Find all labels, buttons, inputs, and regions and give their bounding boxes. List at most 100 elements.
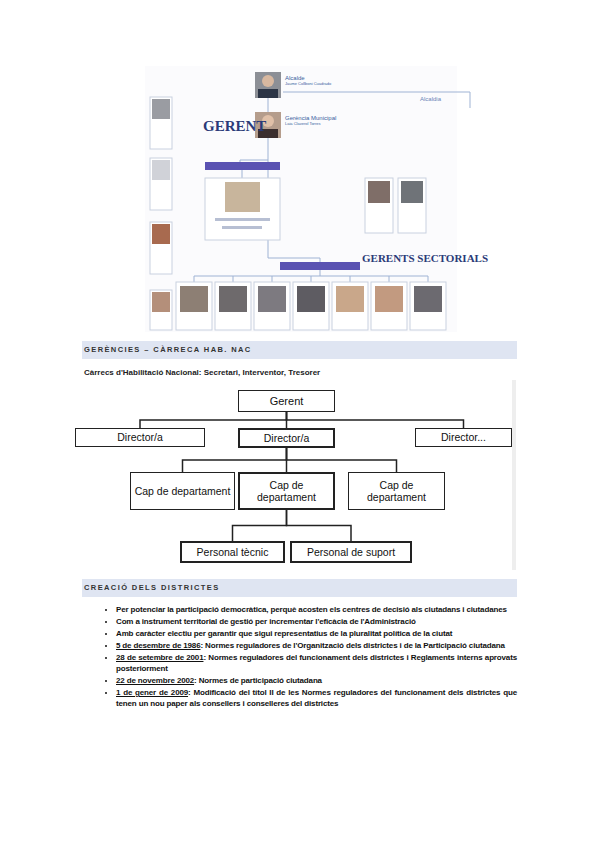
bullet-text: : Normes reguladores de l'Organització d… <box>200 641 504 650</box>
photo-body <box>258 89 278 98</box>
bullet-text: Com a instrument territorial de gestió p… <box>116 617 416 626</box>
hierarchy-connector <box>140 412 287 428</box>
bullet-item: Per potenciar la participació democràtic… <box>116 604 517 615</box>
group-bar <box>280 262 360 270</box>
photo <box>152 99 170 119</box>
node-subtitle: Laia Claverol Torres <box>285 122 321 127</box>
bullet-list: Per potenciar la participació democràtic… <box>100 604 517 710</box>
group-bar <box>205 162 280 170</box>
connector-line <box>283 92 470 108</box>
text-placeholder <box>222 226 262 229</box>
bullet-text: Per potenciar la participació democràtic… <box>116 605 507 614</box>
photo <box>401 181 423 203</box>
bullet-item: 22 de novembre 2002: Normes de participa… <box>116 675 517 686</box>
hierarchy-connector <box>286 412 288 428</box>
card <box>205 178 280 240</box>
photo <box>368 181 390 203</box>
node-subtitle: Jaume Collboni Cuadrado <box>285 82 331 87</box>
node-title: Personal de suport <box>307 546 395 558</box>
bullet-item: 5 de desembre de 1986: Normes reguladore… <box>116 640 517 651</box>
bullet-item: 28 de setembre de 2001: Normes regulador… <box>116 652 517 674</box>
photo-face <box>262 75 274 87</box>
role-box: Cap de departament <box>238 472 335 510</box>
hierarchy-connector <box>183 448 287 472</box>
bullet-item: Com a instrument territorial de gestió p… <box>116 616 517 627</box>
illustration-shape <box>375 286 403 312</box>
section-heading: CREACIÓ DELS DISTRICTES <box>84 583 220 592</box>
sectorial-cards <box>176 282 446 330</box>
note-text: Càrrecs d'Habilitació Nacional: Secretar… <box>84 368 320 377</box>
photo <box>225 182 260 212</box>
role-box: Director/a <box>238 428 335 448</box>
illustration-shape <box>219 286 247 312</box>
role-box: Personal tècnic <box>180 541 285 563</box>
hierarchy-connector <box>287 510 352 541</box>
node-title: Personal tècnic <box>197 546 269 558</box>
photo <box>255 72 281 98</box>
role-box: Director... <box>415 428 512 447</box>
card <box>150 222 172 274</box>
section-heading: GERÈNCIES – CÀRRECA HAB. NAC <box>84 345 252 354</box>
hierarchy-connector <box>287 448 397 472</box>
person-card: Gerència MunicipalLaia Claverol Torres <box>255 112 375 138</box>
illustration-shape <box>215 282 251 330</box>
card <box>150 158 172 210</box>
role-box: Personal de suport <box>290 541 412 563</box>
person-card: AlcaldeJaume Collboni Cuadrado <box>255 72 375 98</box>
image-background <box>145 66 457 332</box>
connector-line <box>194 270 428 282</box>
illustration-shape <box>371 282 407 330</box>
bullet-item: Amb caràcter electiu per garantir que si… <box>116 628 517 639</box>
hierarchy-connector <box>287 412 464 428</box>
card <box>150 97 172 149</box>
node-title: Alcalde <box>285 75 305 82</box>
illustration-shape <box>176 282 212 330</box>
node-title: Cap de departament <box>240 479 333 503</box>
date-text: 28 de setembre de 2001 <box>116 653 203 662</box>
image-edge <box>512 380 516 570</box>
photo <box>152 224 170 244</box>
section-name: GERENT <box>203 118 266 135</box>
node-title: Cap de departament <box>135 485 231 497</box>
photo <box>152 292 170 312</box>
card <box>365 178 393 233</box>
bullet-text: Amb caràcter electiu per garantir que si… <box>116 629 452 638</box>
illustration-shape <box>180 286 208 312</box>
role-box: Director/a <box>75 428 205 447</box>
text-placeholder <box>215 218 270 221</box>
node-title: Gerència Municipal <box>285 115 336 122</box>
illustration-shape <box>414 286 442 312</box>
date-text: 22 de novembre 2002 <box>116 676 194 685</box>
node-title: Director/a <box>117 431 163 443</box>
illustration-shape <box>332 282 368 330</box>
date-text: 1 de gener de 2009 <box>116 688 188 697</box>
illustration-shape <box>254 282 290 330</box>
illustration-shape <box>410 282 446 330</box>
hierarchy-connector <box>268 98 269 112</box>
role-box: Gerent <box>238 390 335 412</box>
node-title: Cap de departament <box>349 479 444 503</box>
node-title: Director... <box>441 431 486 443</box>
illustration-shape <box>297 286 325 312</box>
card <box>398 178 426 233</box>
hierarchy-connector <box>233 510 287 541</box>
illustration-shape <box>336 286 364 312</box>
node-title: Gerent <box>270 395 304 408</box>
illustration-shape <box>293 282 329 330</box>
bullet-text: : Normes de participació ciutadana <box>194 676 322 685</box>
unit-label: Alcaldia <box>420 96 441 102</box>
photo <box>152 160 170 180</box>
hierarchy-connector <box>286 448 288 472</box>
role-box: Cap de departament <box>348 472 445 510</box>
illustration-shape <box>258 286 286 312</box>
section-name: GERENTS SECTORIALS <box>362 252 488 264</box>
connector-line <box>242 170 243 178</box>
date-text: 5 de desembre de 1986 <box>116 641 200 650</box>
role-box: Cap de departament <box>130 472 235 510</box>
bullet-item: 1 de gener de 2009: Modificació del títo… <box>116 687 517 709</box>
node-title: Director/a <box>264 432 310 444</box>
card <box>150 290 172 330</box>
